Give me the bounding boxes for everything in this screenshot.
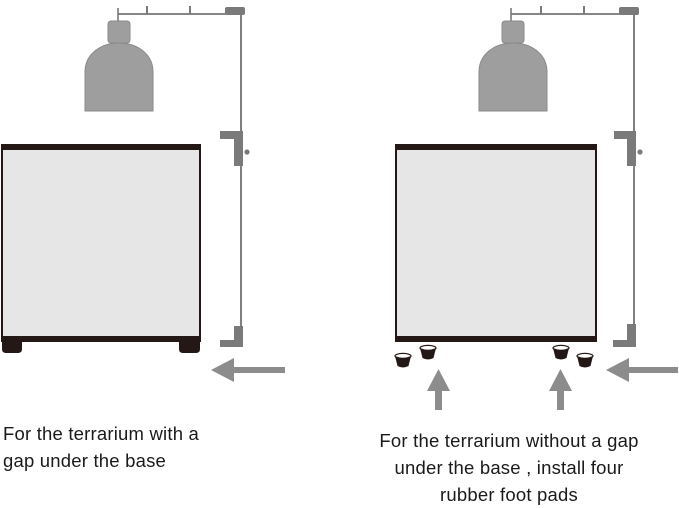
foot-pad-icon: [419, 344, 437, 360]
clamp-body: [234, 326, 243, 346]
stand-clamp-upper: [614, 131, 643, 166]
lamp-stand: [511, 13, 635, 344]
terrarium-glass-front: [396, 147, 596, 339]
lamp-socket: [107, 20, 131, 44]
caption-line: For the terrarium without a gap: [379, 430, 639, 451]
right-scene: [394, 6, 678, 410]
caption-line: under the base , install four: [394, 457, 624, 478]
caption-with-gap: For the terrarium with a gap under the b…: [3, 420, 199, 474]
lamp-shade: [478, 42, 548, 112]
clamp-body: [627, 131, 636, 166]
lamp-socket: [501, 20, 525, 44]
stand-top-corner: [225, 7, 245, 15]
caption-line: rubber foot pads: [440, 484, 578, 505]
clamp-screw: [637, 149, 643, 155]
clamp-body: [627, 324, 636, 346]
stand-clamp-upper: [220, 131, 250, 166]
stand-clamp-lower: [613, 324, 636, 347]
left-scene: [1, 6, 285, 382]
stand-clamp-lower: [220, 326, 243, 347]
terrarium-without-gap: [395, 144, 597, 342]
foot-pad-icon: [552, 344, 570, 360]
caption-line: For the terrarium with a: [3, 423, 200, 444]
terrarium-base-foot-left: [2, 342, 22, 353]
rubber-foot-pads: [394, 344, 594, 368]
lamp: [84, 20, 154, 112]
clamp-arm: [220, 340, 243, 347]
terrarium-right-edge: [595, 144, 597, 342]
clamp-body: [234, 131, 243, 166]
foot-pad-icon: [394, 352, 412, 368]
terrarium-bottom-frame: [1, 336, 201, 342]
arrow-left-icon: [606, 358, 678, 382]
arrow-up-icon: [427, 369, 450, 410]
terrarium-right-edge: [199, 144, 201, 342]
terrarium-base-foot-right: [179, 342, 200, 353]
stand-top-corner: [619, 7, 639, 15]
arrow-left-icon: [211, 358, 285, 382]
clamp-screw: [244, 149, 250, 155]
clamp-arm: [614, 131, 635, 139]
clamp-arm: [613, 340, 636, 347]
terrarium-with-gap: [1, 144, 201, 353]
caption-line: gap under the base: [3, 450, 167, 471]
terrarium-left-edge: [1, 144, 3, 342]
terrarium-bottom-frame: [395, 336, 597, 342]
terrarium-top-frame: [395, 144, 597, 150]
terrarium-left-edge: [395, 144, 397, 342]
caption-without-gap: For the terrarium without a gap under th…: [346, 427, 672, 508]
clamp-arm: [220, 131, 242, 139]
lamp-stand: [118, 13, 242, 344]
lamp-shade: [84, 42, 154, 112]
foot-pad-icon: [576, 352, 594, 368]
lamp: [478, 20, 548, 112]
terrarium-top-frame: [1, 144, 201, 150]
terrarium-glass-front: [2, 147, 200, 339]
arrow-up-icon: [549, 369, 572, 410]
